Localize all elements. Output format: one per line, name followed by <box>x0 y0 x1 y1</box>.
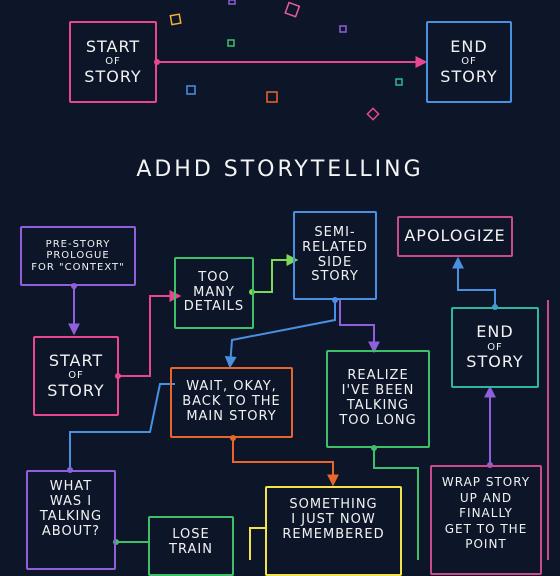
node-text: RELATED <box>302 239 368 255</box>
node-text: OF <box>487 341 503 353</box>
confetti-square <box>266 91 278 103</box>
node-something-i-just-remembered: SOMETHING I JUST NOW REMEMBERED <box>265 486 402 576</box>
node-pre-story-prologue: PRE-STORY PROLOGUE FOR "CONTEXT" <box>20 226 136 286</box>
connector-realize-down <box>373 448 419 560</box>
confetti-square <box>227 39 235 47</box>
confetti-square <box>366 107 380 121</box>
node-what-was-i-talking-about: WHAT WAS I TALKING ABOUT? <box>26 470 116 570</box>
node-text: TOO <box>198 269 230 285</box>
confetti-square <box>339 25 347 33</box>
node-text: POINT <box>465 537 507 552</box>
node-text: START <box>85 36 141 56</box>
node-text: STORY <box>47 380 105 400</box>
node-text: STORY <box>84 66 142 86</box>
connector-start-to-details <box>118 290 182 377</box>
node-text: WAS I <box>49 493 93 509</box>
node-text: LOSE <box>172 527 210 542</box>
node-realize-talking-too-long: REALIZE I'VE BEEN TALKING TOO LONG <box>326 350 430 448</box>
node-text: OF <box>68 370 84 382</box>
node-text: BACK TO THE <box>182 394 281 410</box>
node-text: SOMETHING <box>289 497 378 512</box>
node-text: PRE-STORY <box>45 238 111 250</box>
connector-something-to-lose <box>249 527 265 560</box>
node-text: STORY <box>466 352 524 372</box>
node-text: STORY <box>311 269 359 285</box>
node-wait-back-to-main-story: WAIT, OKAY, BACK TO THE MAIN STORY <box>170 367 293 438</box>
node-text: SIDE <box>317 254 353 270</box>
node-text: START <box>48 350 104 370</box>
confetti-square <box>395 78 403 86</box>
node-text: REALIZE <box>347 368 409 384</box>
node-text: I JUST NOW <box>291 511 376 527</box>
node-text: WHAT <box>49 479 93 494</box>
node-text: TALKING <box>39 508 103 524</box>
node-text: WAIT, OKAY, <box>186 379 277 395</box>
confetti-square <box>284 1 301 18</box>
flowchart-canvas: START OF STORY END OF STORY ADHD STORYTE… <box>20 0 549 576</box>
node-text: APOLOGIZE <box>404 226 506 246</box>
node-semi-related-side-story: SEMI- RELATED SIDE STORY <box>293 211 377 300</box>
diagram-title: ADHD STORYTELLING <box>136 157 424 182</box>
confetti-square <box>228 0 236 5</box>
connector-end-to-apologize <box>452 256 496 307</box>
connector-layer <box>67 56 549 560</box>
node-text: FOR "CONTEXT" <box>31 261 125 273</box>
node-lose-train: LOSE TRAIN <box>148 516 234 576</box>
node-text: TRAIN <box>169 541 213 557</box>
node-text: SEMI- <box>314 224 356 240</box>
connector-wait-to-something <box>232 438 339 487</box>
node-text: END <box>476 322 514 342</box>
top-start-of-story-box: START OF STORY <box>69 21 157 103</box>
node-too-many-details: TOO MANY DETAILS <box>174 257 254 329</box>
confetti-square <box>169 13 182 26</box>
top-end-of-story-box: END OF STORY <box>426 21 512 103</box>
node-text: STORY <box>440 66 498 86</box>
node-end-of-story: END OF STORY <box>451 307 539 388</box>
node-text: MAIN STORY <box>186 408 277 424</box>
confetti-layer <box>169 0 403 121</box>
node-text: TALKING <box>346 398 410 413</box>
connector-details-to-side <box>252 254 299 293</box>
node-start-of-story: START OF STORY <box>33 336 119 416</box>
node-text: OF <box>105 56 121 68</box>
connector-side-to-wait <box>224 300 336 369</box>
node-text: I'VE BEEN <box>341 383 415 399</box>
node-apologize: APOLOGIZE <box>397 216 513 257</box>
node-text: MANY <box>193 284 235 300</box>
node-text: REMEMBERED <box>282 526 385 542</box>
connector-wait-to-what <box>69 383 175 470</box>
node-text: OF <box>461 56 477 68</box>
node-text: FINALLY <box>459 506 513 521</box>
node-wrap-story-up: WRAP STORY UP AND FINALLY GET TO THE POI… <box>430 465 542 575</box>
node-text: TOO LONG <box>339 412 417 428</box>
confetti-square <box>186 85 196 95</box>
node-text: ABOUT? <box>41 523 101 539</box>
connector-side-to-realize <box>339 300 380 354</box>
node-text: PROLOGUE <box>46 250 110 262</box>
node-text: WRAP STORY <box>441 475 531 489</box>
node-text: DETAILS <box>183 299 245 315</box>
node-text: END <box>450 36 488 56</box>
node-text: GET TO THE <box>444 521 528 536</box>
node-text: UP AND <box>459 490 513 505</box>
